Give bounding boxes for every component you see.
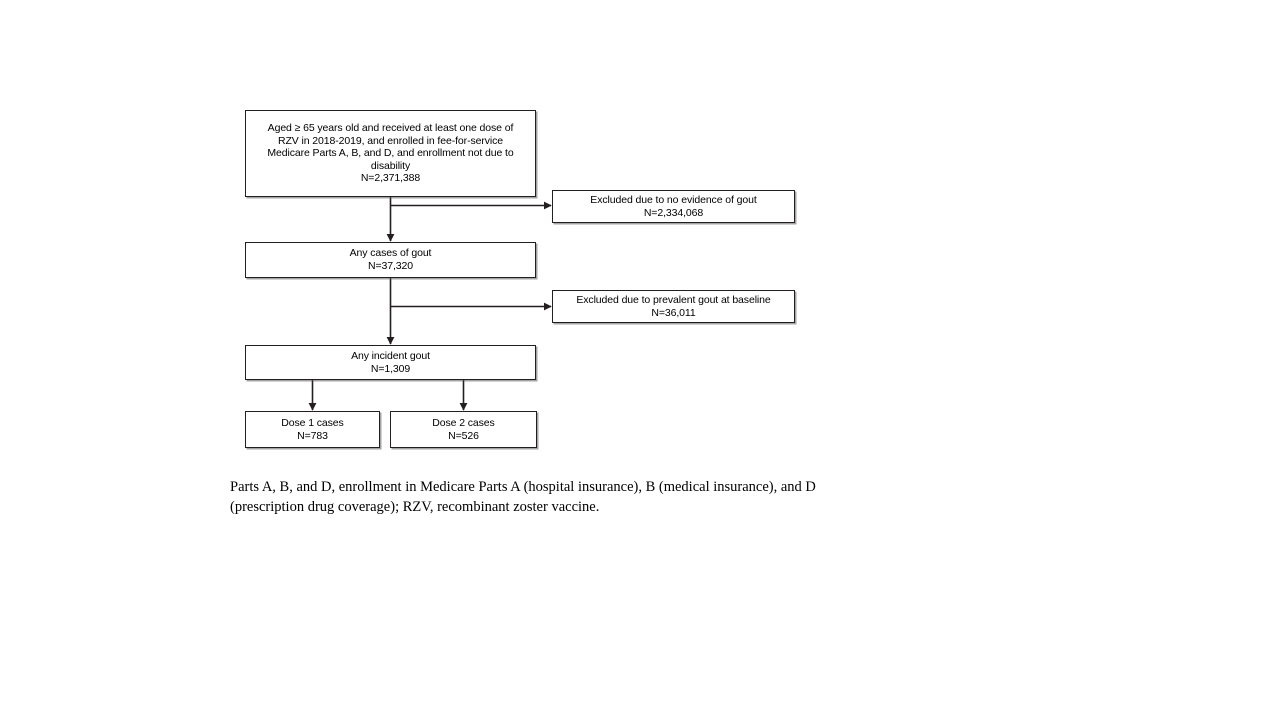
node-cohort-line-2: RZV in 2018-2019, and enrolled in fee-fo… [277, 134, 504, 147]
node-cohort-count: N=2,371,388 [360, 172, 421, 185]
node-any-cases-gout-count: N=37,320 [367, 260, 414, 272]
node-cohort-line-4: disability [370, 159, 411, 172]
node-dose-1-cases: Dose 1 cases N=783 [245, 411, 380, 448]
node-cohort-line-3: Medicare Parts A, B, and D, and enrollme… [267, 147, 514, 160]
node-dose-2-cases: Dose 2 cases N=526 [390, 411, 537, 448]
node-any-cases-of-gout: Any cases of gout N=37,320 [245, 242, 536, 278]
node-dose-2-count: N=526 [448, 429, 479, 442]
node-cohort: Aged ≥ 65 years old and received at leas… [245, 110, 536, 197]
node-excluded-prevalent-gout: Excluded due to prevalent gout at baseli… [552, 290, 795, 323]
node-dose-2-label: Dose 2 cases [432, 416, 495, 429]
figure-caption: Parts A, B, and D, enrollment in Medicar… [230, 479, 816, 515]
node-excluded-no-evidence-of-gout: Excluded due to no evidence of gout N=2,… [552, 190, 795, 223]
node-any-incident-gout: Any incident gout N=1,309 [245, 345, 536, 380]
node-excluded-prevalent-gout-count: N=36,011 [651, 306, 696, 319]
node-excluded-no-gout-count: N=2,334,068 [643, 206, 704, 219]
node-excluded-no-gout-label: Excluded due to no evidence of gout [590, 193, 757, 206]
node-excluded-prevalent-gout-label: Excluded due to prevalent gout at baseli… [576, 293, 771, 306]
node-cohort-line-1: Aged ≥ 65 years old and received at leas… [267, 122, 514, 135]
node-any-incident-gout-count: N=1,309 [370, 362, 411, 375]
node-dose-1-count: N=783 [297, 429, 328, 442]
node-any-incident-gout-label: Any incident gout [351, 349, 430, 362]
node-dose-1-label: Dose 1 cases [281, 416, 344, 429]
node-any-cases-gout-label: Any cases of gout [349, 247, 432, 260]
